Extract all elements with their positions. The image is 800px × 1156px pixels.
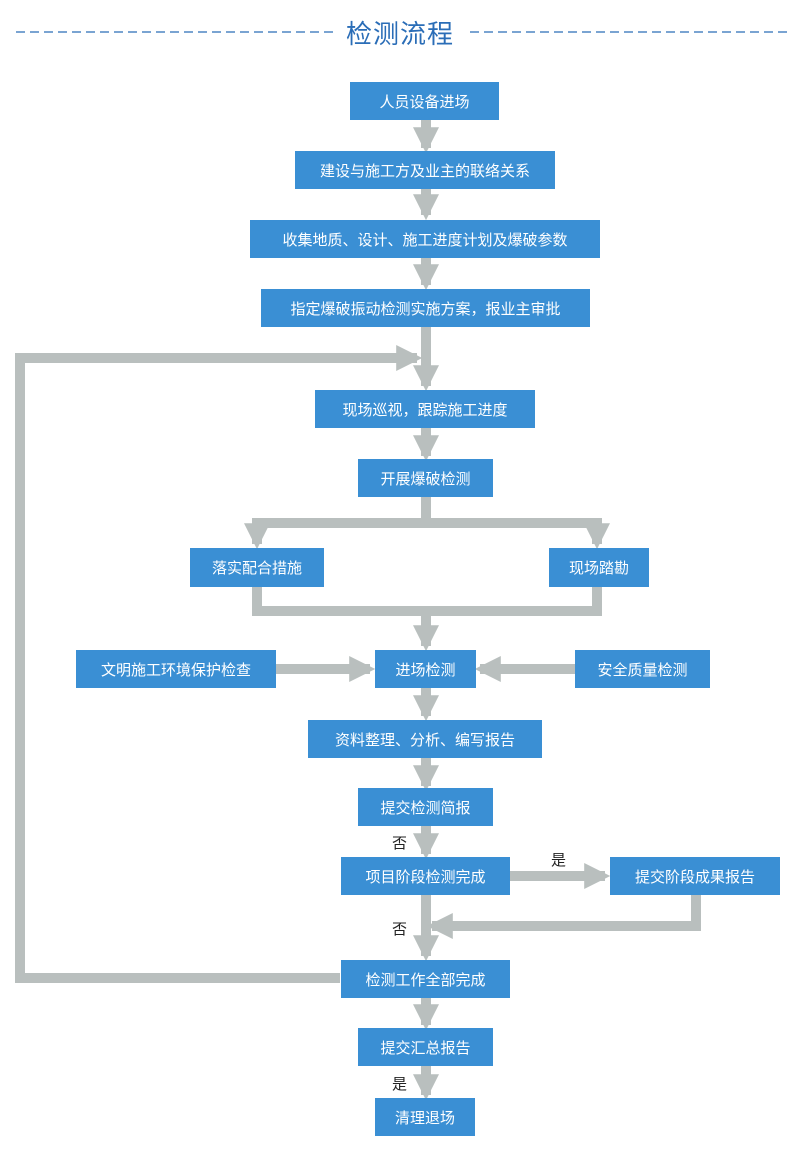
label-yes-2: 是 xyxy=(392,1075,408,1093)
node-personnel-equipment-entry: 人员设备进场 xyxy=(350,82,499,120)
node-blast-inspection: 开展爆破检测 xyxy=(358,459,493,497)
node-collect-data: 收集地质、设计、施工进度计划及爆破参数 xyxy=(250,220,600,258)
label-no-1: 否 xyxy=(392,834,408,852)
arrow-15-return xyxy=(426,895,701,939)
node-liaison-relations: 建设与施工方及业主的联络关系 xyxy=(295,151,555,189)
node-all-complete: 检测工作全部完成 xyxy=(341,960,510,998)
node-site-patrol: 现场巡视，跟踪施工进度 xyxy=(315,390,535,428)
label-no-2: 否 xyxy=(392,920,408,938)
node-phase-complete: 项目阶段检测完成 xyxy=(341,857,510,895)
node-submit-brief: 提交检测简报 xyxy=(358,788,493,826)
node-plan-approval: 指定爆破振动检测实施方案，报业主审批 xyxy=(261,289,590,327)
node-site-testing: 进场检测 xyxy=(375,650,476,688)
node-civilized-construction-check: 文明施工环境保护检查 xyxy=(76,650,276,688)
node-safety-quality-check: 安全质量检测 xyxy=(575,650,710,688)
split-6-8 xyxy=(426,518,610,550)
node-summary-report: 提交汇总报告 xyxy=(358,1028,493,1066)
label-yes-1: 是 xyxy=(551,851,567,869)
split-6-7-8 xyxy=(244,497,431,550)
node-data-report: 资料整理、分析、编写报告 xyxy=(308,720,542,758)
node-site-survey: 现场踏勘 xyxy=(549,548,649,587)
node-site-clearance: 清理退场 xyxy=(375,1098,475,1136)
merge-7-8 xyxy=(252,587,602,616)
page-title: 检测流程 xyxy=(0,14,800,51)
loop-back-16-5 xyxy=(15,345,423,983)
node-phase-report: 提交阶段成果报告 xyxy=(610,857,780,895)
node-cooperation-measures: 落实配合措施 xyxy=(190,548,324,587)
